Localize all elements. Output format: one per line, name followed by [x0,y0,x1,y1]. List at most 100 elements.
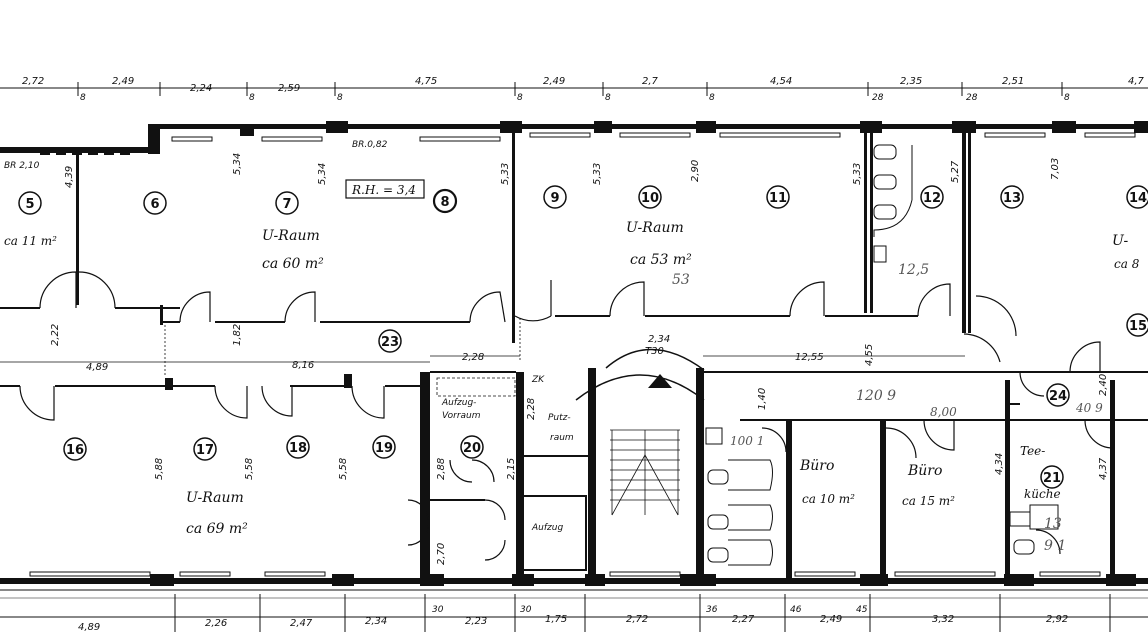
dim-bottom-2: 2,26 [205,618,227,629]
height-room-8: 5,33 [500,163,511,185]
svg-text:14: 14 [1129,191,1147,206]
height-room-10: 2,90 [690,160,701,182]
room-21-note-1: 13 [1044,516,1062,532]
room-18-number: 18 [286,435,310,459]
buero-2-label: Büro [907,463,942,479]
height-room-22: 4,37 [1098,457,1109,480]
zk-label: ZK [531,375,545,385]
dim-top-4: 2,59 [278,83,300,94]
corridor-dimensions: 2,22 4,89 1,82 8,16 2,28 2,34 12,55 4,55 [0,318,965,375]
svg-text:5: 5 [25,197,34,212]
buero-1-area: ca 10 m² [802,492,855,506]
height-room-9: 5,33 [592,163,603,185]
svg-text:30: 30 [520,605,532,615]
room-6-number: 6 [143,191,167,215]
svg-text:8: 8 [709,93,715,103]
svg-text:8: 8 [605,93,611,103]
dim-bottom-8: 2,27 [732,614,755,625]
room-height-label: R.H. = 3,4 [351,183,416,197]
buero-2-area: ca 15 m² [902,494,955,508]
height-room-13: 7,03 [1050,158,1061,180]
bottom-dimension-labels: 4,89 2,26 2,47 2,34 2,23 1,75 2,72 2,27 … [78,614,1068,633]
room-21-number: 21 [1040,465,1064,489]
room-23-number: 23 [378,329,402,353]
wc-note: 100 1 [730,434,764,448]
room-16-number: 16 [63,437,87,461]
svg-text:19: 19 [375,441,393,456]
room-19-number: 19 [372,435,396,459]
dim-top-1: 2,72 [22,76,44,87]
dim-corridor-height-left: 2,22 [50,324,61,346]
stair-direction-arrow [648,374,672,388]
room-14-usage: U- [1112,233,1129,249]
dim-top-7: 2,7 [642,76,659,87]
room-12-number: 12 [920,185,944,209]
svg-text:12: 12 [923,191,941,206]
putzraum-label-1: Putz- [548,413,571,423]
room-height-labels: 4,39 5,34 5,34 5,33 5,33 2,90 5,33 5,27 … [64,153,1109,565]
dim-top-5: 4,75 [415,76,437,87]
sanitary-fixtures [705,144,1059,566]
svg-text:16: 16 [66,443,84,458]
dim-top-8: 4,54 [770,76,792,87]
room-10-area: ca 53 m² [630,252,692,268]
walls [0,121,1148,591]
dim-corridor-2: 8,16 [292,360,314,371]
teekueche-label-1: Tee- [1020,444,1045,458]
svg-text:18: 18 [289,441,307,456]
dim-corridor-5: 12,55 [795,352,824,363]
height-room-20c: 2,70 [436,543,447,565]
svg-text:7: 7 [282,197,291,212]
teekueche-label-2: küche [1024,487,1061,501]
dim-top-3: 2,24 [190,83,212,94]
room-12-note: 12,5 [898,262,929,278]
room-11-number: 11 [766,185,790,209]
height-room-11: 5,33 [852,163,863,185]
wall-thickness-marks: 8 8 8 8 8 8 28 28 8 30 30 36 46 45 [80,93,1070,615]
corridor-length-note: 8,00 [930,405,957,419]
svg-text:17: 17 [196,443,214,458]
room-labels: BR 2,10 BR.0,82 R.H. = 3,4 ca 11 m² U-Ra… [4,140,1140,554]
svg-text:21: 21 [1043,471,1061,486]
height-room-16: 5,88 [154,458,165,480]
height-room-7: 5,34 [317,163,328,185]
room-17-number: 17 [193,437,217,461]
dim-top-2: 2,49 [112,76,134,87]
dim-top-10: 2,51 [1002,76,1024,87]
svg-text:10: 10 [641,191,659,206]
room-10-number: 10 [638,185,662,209]
room-5-number: 5 [18,191,42,215]
height-room-17: 5,58 [244,458,255,480]
dim-top-9: 2,35 [900,76,922,87]
aufzug-label: Aufzug [531,523,563,533]
svg-text:20: 20 [463,441,481,456]
dim-corridor-height-mid: 1,82 [232,324,243,346]
room-10-note: 53 [672,272,690,288]
br-082-label: BR.0,82 [352,140,388,150]
room-17-area: ca 69 m² [186,521,248,537]
dim-corridor-4: 2,34 [648,334,670,345]
svg-text:8: 8 [440,195,449,210]
height-room-24: 2,40 [1098,374,1109,396]
svg-text:24: 24 [1049,389,1067,404]
room-21-note-2: 9 1 [1044,538,1066,554]
svg-text:28: 28 [966,93,978,103]
dim-corridor-1: 4,89 [86,362,108,373]
dim-bottom-10: 3,32 [932,614,954,625]
svg-text:8: 8 [1064,93,1070,103]
room-numbers: 5 6 7 8 9 10 11 12 13 14 15 16 17 18 19 … [18,185,1148,489]
dim-bottom-6: 1,75 [545,614,567,625]
height-room-18: 5,58 [338,458,349,480]
corridor-note: 120 9 [856,388,896,404]
room-height-box [345,179,425,199]
room-7-number: 7 [275,191,299,215]
dim-bottom-4: 2,34 [365,616,387,627]
room-8-number: 8 [432,188,458,214]
dim-top-6: 2,49 [543,76,565,87]
room-24-number: 24 [1046,383,1070,407]
svg-text:46: 46 [790,605,802,615]
svg-text:8: 8 [337,93,343,103]
room-14-number: 14 [1126,185,1148,209]
height-room-6-7: 5,34 [232,153,243,175]
